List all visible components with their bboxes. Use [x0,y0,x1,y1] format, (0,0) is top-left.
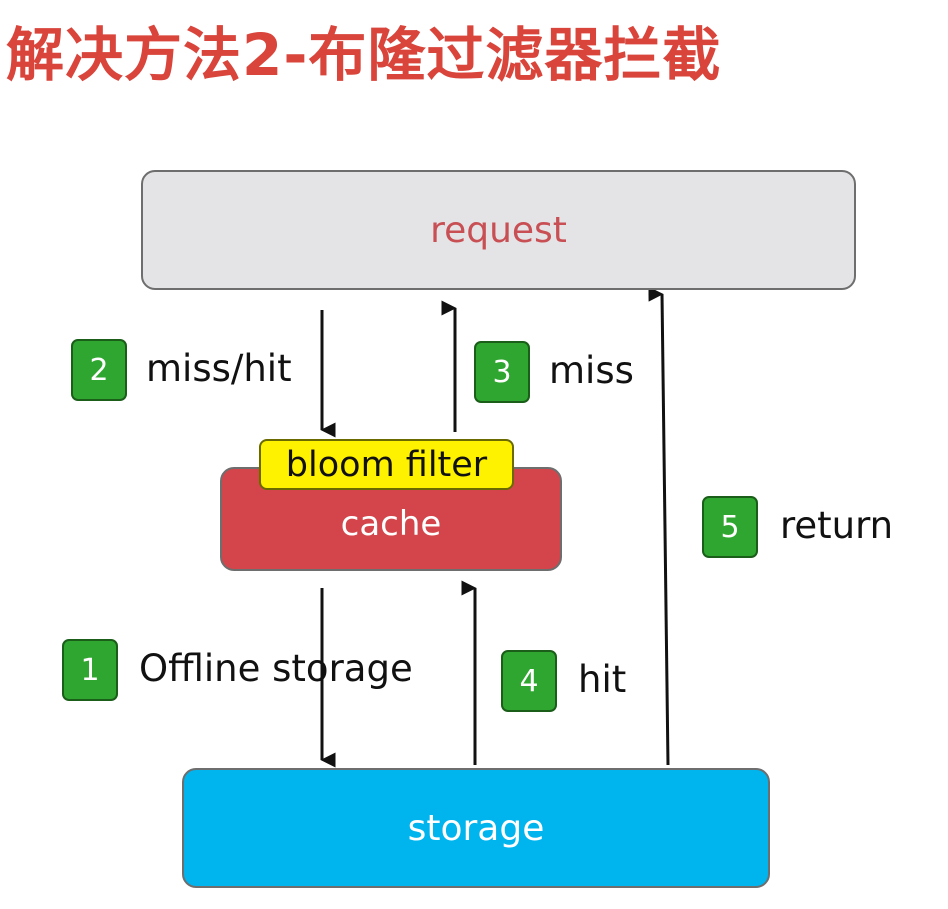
step-3-label: miss [549,349,634,392]
step-3-badge: 3 [474,341,530,403]
step-4-badge: 4 [501,650,557,712]
step-1-badge: 1 [62,639,118,701]
step-5-label: return [780,504,894,547]
bloom-filter-box: bloom filter [259,439,514,490]
step-1-label: Offline storage [139,647,413,690]
step-4-label: hit [578,658,627,701]
request-box: request [141,170,856,290]
step-5-badge: 5 [702,496,758,558]
page-title: 解决方法2-布隆过滤器拦截 [6,21,722,89]
step-2-label: miss/hit [146,347,292,390]
storage-box: storage [182,768,770,888]
arrow-storage-to-request [648,286,670,766]
step-2-badge: 2 [71,339,127,401]
